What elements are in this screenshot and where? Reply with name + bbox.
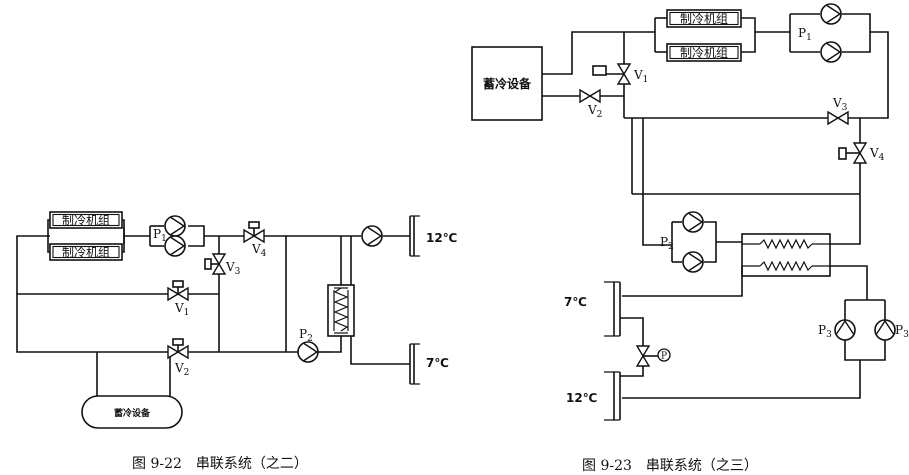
valve-v3-right-icon (827, 111, 849, 125)
heat-exchanger-right (741, 233, 831, 277)
pump-p2-right-sub: 2 (668, 242, 674, 252)
svg-text:V1: V1 (174, 301, 189, 318)
pressure-gauge-icon (657, 348, 671, 362)
pump-p1a-right-icon (820, 3, 842, 25)
pump-p1-label: P (153, 227, 161, 241)
pump-p1-top-icon (164, 215, 186, 237)
pump-p2a-right-icon (682, 211, 704, 233)
valve-v4-right-sub: 4 (879, 153, 885, 163)
svg-text:P1: P1 (798, 26, 812, 43)
temp-12c-right-label: 12℃ (566, 391, 597, 405)
storage-box-right (471, 46, 543, 121)
valve-v4-sub: 4 (261, 249, 267, 259)
svg-text:V3: V3 (225, 260, 241, 277)
valve-v1-right-label: V (633, 68, 643, 82)
pump-p3b-sub: 3 (903, 330, 909, 340)
pump-p1-bottom-icon (164, 235, 186, 257)
pump-p1b-right-icon (820, 41, 842, 63)
temp-7c-right-label: 7℃ (564, 295, 587, 309)
valve-v1-label: V (174, 301, 184, 315)
valve-v2-right-sub: 2 (597, 110, 603, 120)
pump-p2b-right-icon (682, 251, 704, 273)
svg-text:P3: P3 (818, 323, 832, 340)
caption-9-23: 图 9-23 串联系统（之三） (582, 458, 758, 474)
pump-p3b-icon (874, 319, 896, 341)
valve-v4-label: V (251, 242, 261, 256)
chiller-2-label: 制冷机组 (62, 246, 110, 260)
valve-v2-sub: 2 (184, 368, 190, 378)
svg-text:V4: V4 (251, 242, 267, 259)
pump-p2-sub: 2 (307, 334, 313, 344)
valve-v1-sub: 1 (184, 308, 190, 318)
svg-text:V2: V2 (174, 361, 189, 378)
pump-p3b-label: P (895, 323, 903, 337)
svg-text:P1: P1 (153, 227, 167, 244)
pump-p2-right-label: P (660, 235, 668, 249)
valve-v2-right-icon (579, 89, 601, 103)
svg-text:V1: V1 (633, 68, 648, 85)
pump-p1-right-label: P (798, 26, 806, 40)
load-pump-icon (361, 225, 383, 247)
valve-v2-label: V (174, 361, 184, 375)
pressure-gauge-label: P (661, 352, 667, 362)
storage-label-left: 蓄冷设备 (114, 407, 151, 419)
valve-v3-label: V (225, 260, 235, 274)
temp-7c-label: 7℃ (426, 356, 449, 370)
pump-p2-label: P (299, 327, 307, 341)
valve-v3-right-sub: 3 (842, 103, 848, 113)
svg-text:P2: P2 (660, 235, 674, 252)
svg-text:P3: P3 (895, 323, 909, 340)
figure-9-22: 制冷机组 制冷机组 P1 V4 V3 V1 V2 P2 (16, 211, 457, 472)
valve-v4-right-label: V (869, 146, 879, 160)
svg-text:P2: P2 (299, 327, 313, 344)
temp-12c-label: 12℃ (426, 231, 457, 245)
storage-tank-left (81, 395, 183, 429)
storage-label-right: 蓄冷设备 (483, 76, 532, 91)
valve-v3-right-label: V (832, 96, 842, 110)
figure-9-23: 蓄冷设备 制冷机组 制冷机组 P1 (471, 3, 909, 474)
chiller-2-right-label: 制冷机组 (680, 46, 728, 60)
svg-text:V2: V2 (587, 103, 602, 120)
pump-p1-sub: 1 (161, 234, 167, 244)
pump-p2-icon (297, 341, 319, 363)
svg-text:V3: V3 (832, 96, 848, 113)
pump-p3a-sub: 3 (826, 330, 832, 340)
pump-p3a-label: P (818, 323, 826, 337)
pump-p3a-icon (834, 319, 856, 341)
pump-p1-right-sub: 1 (806, 33, 812, 43)
chiller-1-label: 制冷机组 (62, 214, 110, 228)
valve-v1-right-sub: 1 (643, 75, 649, 85)
valve-v3-sub: 3 (235, 267, 241, 277)
caption-9-22: 图 9-22 串联系统（之二） (132, 456, 308, 472)
heat-exchanger-left (327, 284, 355, 337)
svg-text:V4: V4 (869, 146, 885, 163)
valve-v2-right-label: V (587, 103, 597, 117)
chiller-1-right-label: 制冷机组 (680, 12, 728, 26)
